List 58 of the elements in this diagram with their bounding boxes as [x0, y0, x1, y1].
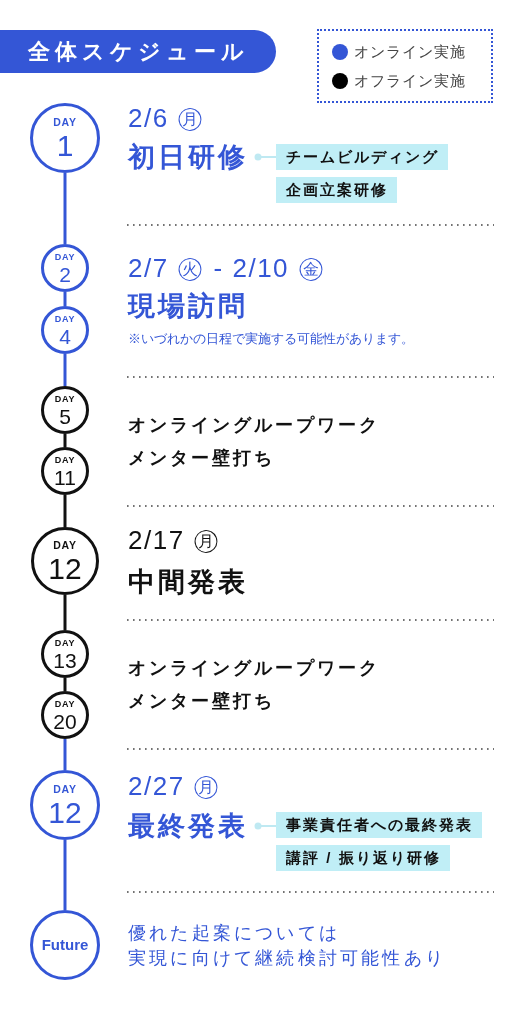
- day-label: DAY: [54, 393, 76, 404]
- closing-text: 実現に向けて継続検討可能性あり: [128, 946, 446, 970]
- date-label: 2/27 ㊊: [128, 770, 221, 802]
- day-number: 12: [48, 797, 82, 828]
- day-circle: [41, 244, 89, 292]
- day-label: DAY: [54, 454, 76, 465]
- activity-text: オンライングループワーク: [128, 656, 380, 680]
- stage-title: 現場訪問: [128, 290, 248, 323]
- day-number: 13: [53, 649, 77, 671]
- day-circle: [41, 386, 89, 434]
- circle-label: Future: [41, 936, 89, 954]
- day-number: 5: [59, 405, 71, 427]
- timeline-line: [63, 739, 67, 770]
- day-number: 4: [59, 325, 71, 347]
- day-label: DAY: [53, 538, 77, 551]
- day-label: DAY: [54, 637, 76, 648]
- leader-line: [254, 822, 277, 830]
- closing-text: 優れた起案については: [128, 921, 340, 945]
- day-label: DAY: [53, 782, 77, 795]
- day-number: 2: [59, 263, 71, 285]
- tag-box: チームビルディング: [276, 144, 448, 170]
- title-banner: 全体スケジュール: [0, 30, 276, 73]
- day-label: DAY: [54, 251, 76, 262]
- day-label: DAY: [54, 313, 76, 324]
- legend-label: オンライン実施: [354, 42, 466, 62]
- activity-text: メンター壁打ち: [128, 446, 275, 470]
- day-number: 1: [56, 130, 74, 161]
- day-number: 20: [53, 710, 77, 732]
- day-circle: [41, 306, 89, 354]
- timeline-line: [63, 840, 67, 910]
- timeline-line: [63, 434, 67, 447]
- day-circle: [41, 630, 89, 678]
- tag-box: 講評 / 振り返り研修: [276, 845, 450, 871]
- timeline-line: [63, 173, 67, 244]
- stage-title: 最終発表: [128, 810, 258, 842]
- timeline-line: [63, 354, 67, 386]
- stage-title: 初日研修: [128, 141, 258, 173]
- legend-label: オフライン実施: [354, 71, 466, 91]
- day-label: DAY: [53, 115, 77, 128]
- activity-text: オンライングループワーク: [128, 413, 380, 437]
- day-number: 11: [54, 466, 76, 488]
- note-text: ※いづれかの日程で実施する可能性があります。: [128, 331, 414, 347]
- stage-title: 中間発表: [128, 566, 248, 599]
- timeline-line: [63, 292, 67, 306]
- day-label: DAY: [54, 698, 76, 709]
- timeline-line: [63, 678, 67, 691]
- date-label: 2/17 ㊊: [128, 523, 221, 557]
- day-circle: [41, 691, 89, 739]
- tag-box: 事業責任者への最終発表: [276, 812, 482, 838]
- day-circle: [41, 447, 89, 495]
- timeline-line: [63, 595, 67, 630]
- tag-box: 企画立案研修: [276, 177, 397, 203]
- date-label: 2/7 ㊋ - 2/10 ㊎: [128, 251, 326, 285]
- timeline-line: [63, 495, 67, 527]
- date-label: 2/6 ㊊: [128, 102, 205, 134]
- activity-text: メンター壁打ち: [128, 689, 275, 713]
- day-number: 12: [48, 553, 82, 584]
- leader-line: [254, 153, 277, 161]
